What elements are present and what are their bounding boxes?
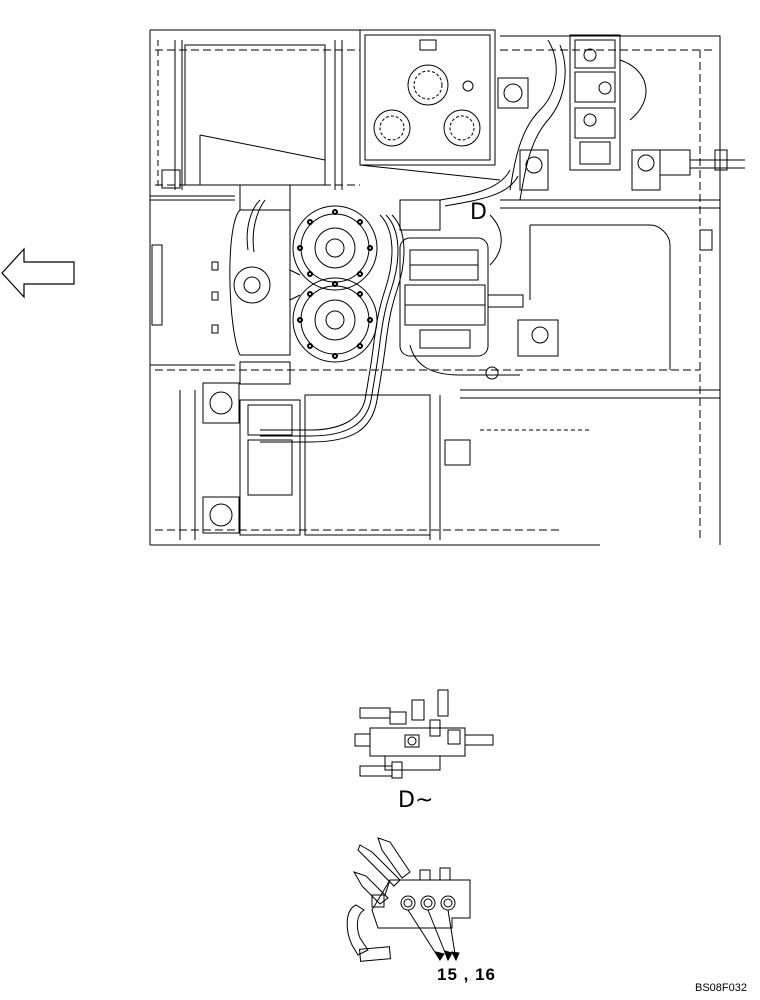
manifold-detail-view [354,689,494,779]
hose-bundles [246,169,520,443]
cross-members [150,199,720,370]
swing-motors [229,184,378,385]
lower-frame [179,366,720,540]
detail-view-label: D~ [398,788,434,813]
view-marker-label: D [470,200,487,225]
figure-code: BS08F032 [695,982,747,994]
main-frame [149,29,721,546]
control-valve-block [399,199,559,357]
valve-block-detail-view [346,837,471,962]
top-center-block [359,29,501,181]
direction-arrow-icon [1,247,75,299]
pump-assembly [497,34,745,251]
part-callout-label: 15 , 16 [437,965,496,984]
